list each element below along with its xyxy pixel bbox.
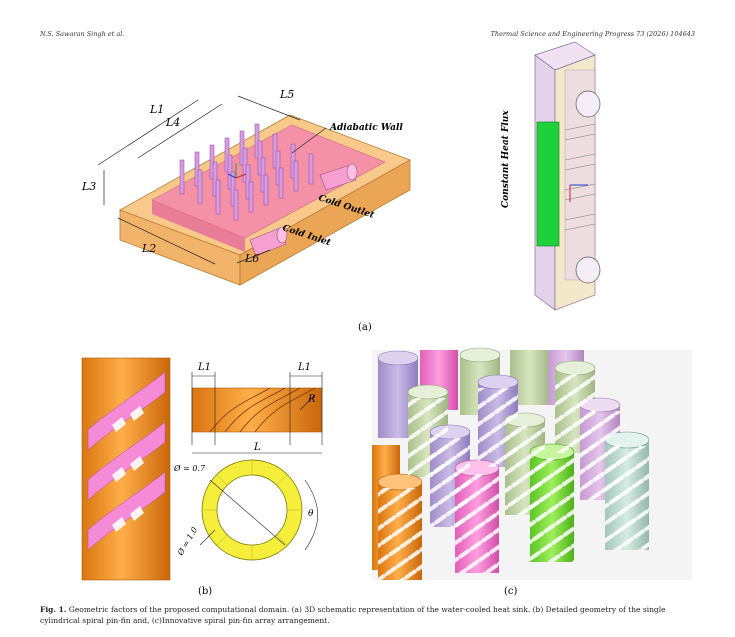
single-pin-fin-3d <box>81 357 171 581</box>
panel-c-label: (c) <box>504 586 518 597</box>
panel-a-label: (a) <box>358 322 372 333</box>
figure-number: Fig. 1. <box>40 605 67 614</box>
dim-l6: L6 <box>244 252 259 265</box>
pin-fin-side-view: L1 L1 L R <box>191 362 323 454</box>
outer-diameter-label: Ø = 1.0 <box>175 526 199 558</box>
inner-diameter-label: Ø = 0.7 <box>173 464 206 473</box>
panel-b-label: (b) <box>198 586 212 597</box>
heat-sink-schematic: L1 L4 L5 L3 L2 L6 Adiabatic Wall Cold Ou… <box>81 88 411 286</box>
dim-l1: L1 <box>149 103 164 116</box>
dim-l3: L3 <box>81 180 96 193</box>
heat-sink-side-view: Constant Heat Flux <box>501 41 601 311</box>
dim-l1-right: L1 <box>297 362 311 373</box>
running-header-authors: N.S. Sawaran Singh et al. <box>40 30 125 38</box>
dim-l4: L4 <box>165 116 180 129</box>
dim-r: R <box>307 394 316 405</box>
figure-caption: Fig. 1. Geometric factors of the propose… <box>40 604 700 626</box>
pin-fin-array <box>372 347 692 580</box>
adiabatic-wall-label: Adiabatic Wall <box>329 123 403 133</box>
dim-l5: L5 <box>279 88 294 101</box>
heat-flux-label: Constant Heat Flux <box>501 110 511 208</box>
running-header-journal: Thermal Science and Engineering Progress… <box>490 30 695 38</box>
dim-l2: L2 <box>141 242 156 255</box>
pin-fin-cross-section: Ø = 0.7 Ø = 1.0 θ <box>173 459 318 561</box>
theta-label: θ <box>308 509 314 519</box>
caption-text: Geometric factors of the proposed comput… <box>40 605 666 625</box>
dim-l: L <box>253 442 261 453</box>
dim-l1-left: L1 <box>197 362 211 373</box>
